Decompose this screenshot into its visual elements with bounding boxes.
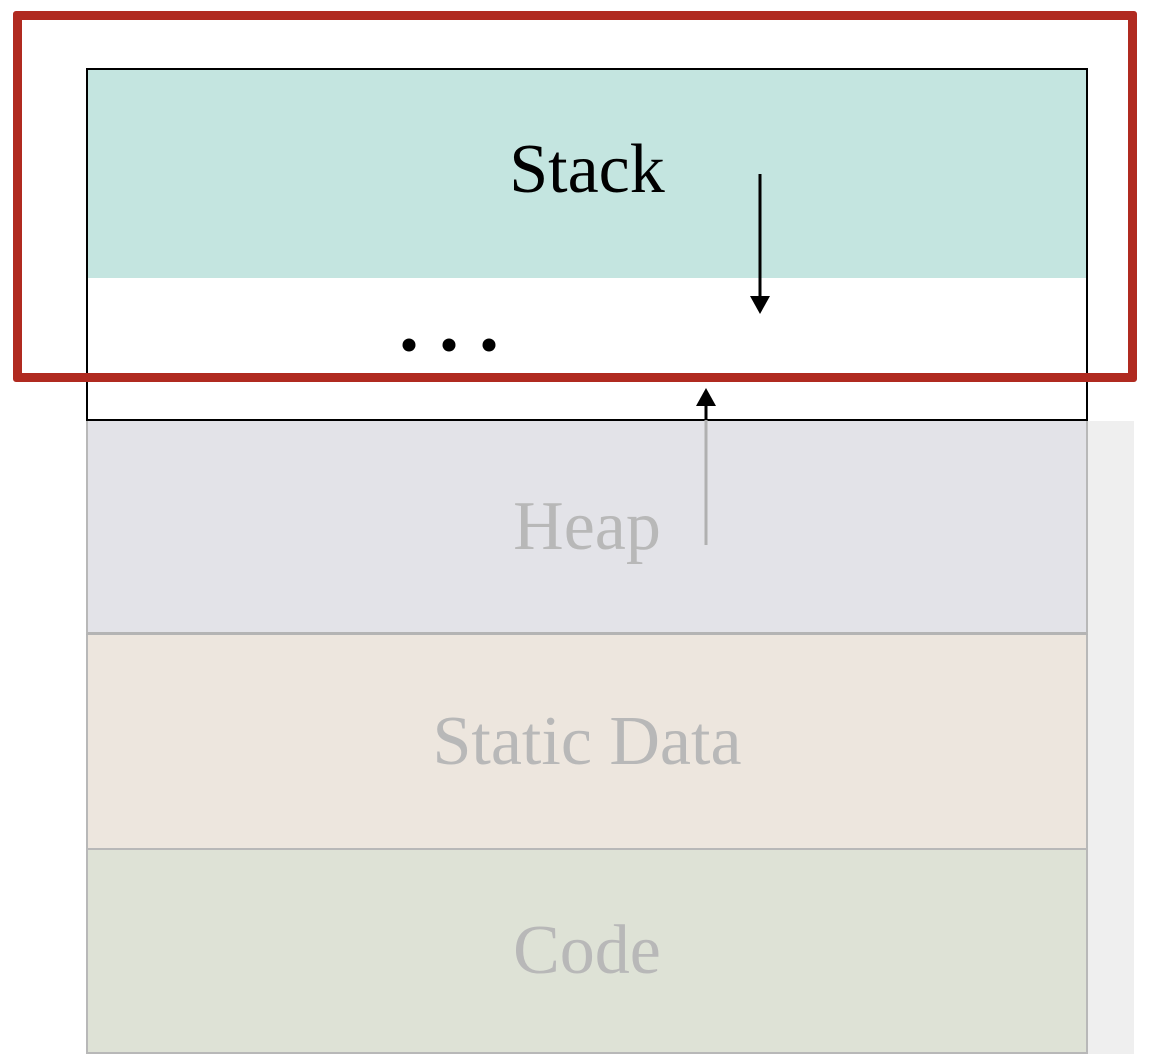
code-label: Code <box>513 912 661 989</box>
stack-segment: Stack <box>86 68 1088 280</box>
stack-label: Stack <box>509 131 665 208</box>
static-data-segment: Static Data <box>86 635 1088 850</box>
dimmed-region-shadow <box>1088 421 1134 1054</box>
code-segment: Code <box>86 850 1088 1054</box>
heap-segment: Heap <box>86 421 1088 635</box>
free-space-segment <box>86 278 1088 421</box>
ellipsis-icon <box>402 338 496 352</box>
static-data-label: Static Data <box>432 702 742 780</box>
heap-label: Heap <box>513 487 661 565</box>
